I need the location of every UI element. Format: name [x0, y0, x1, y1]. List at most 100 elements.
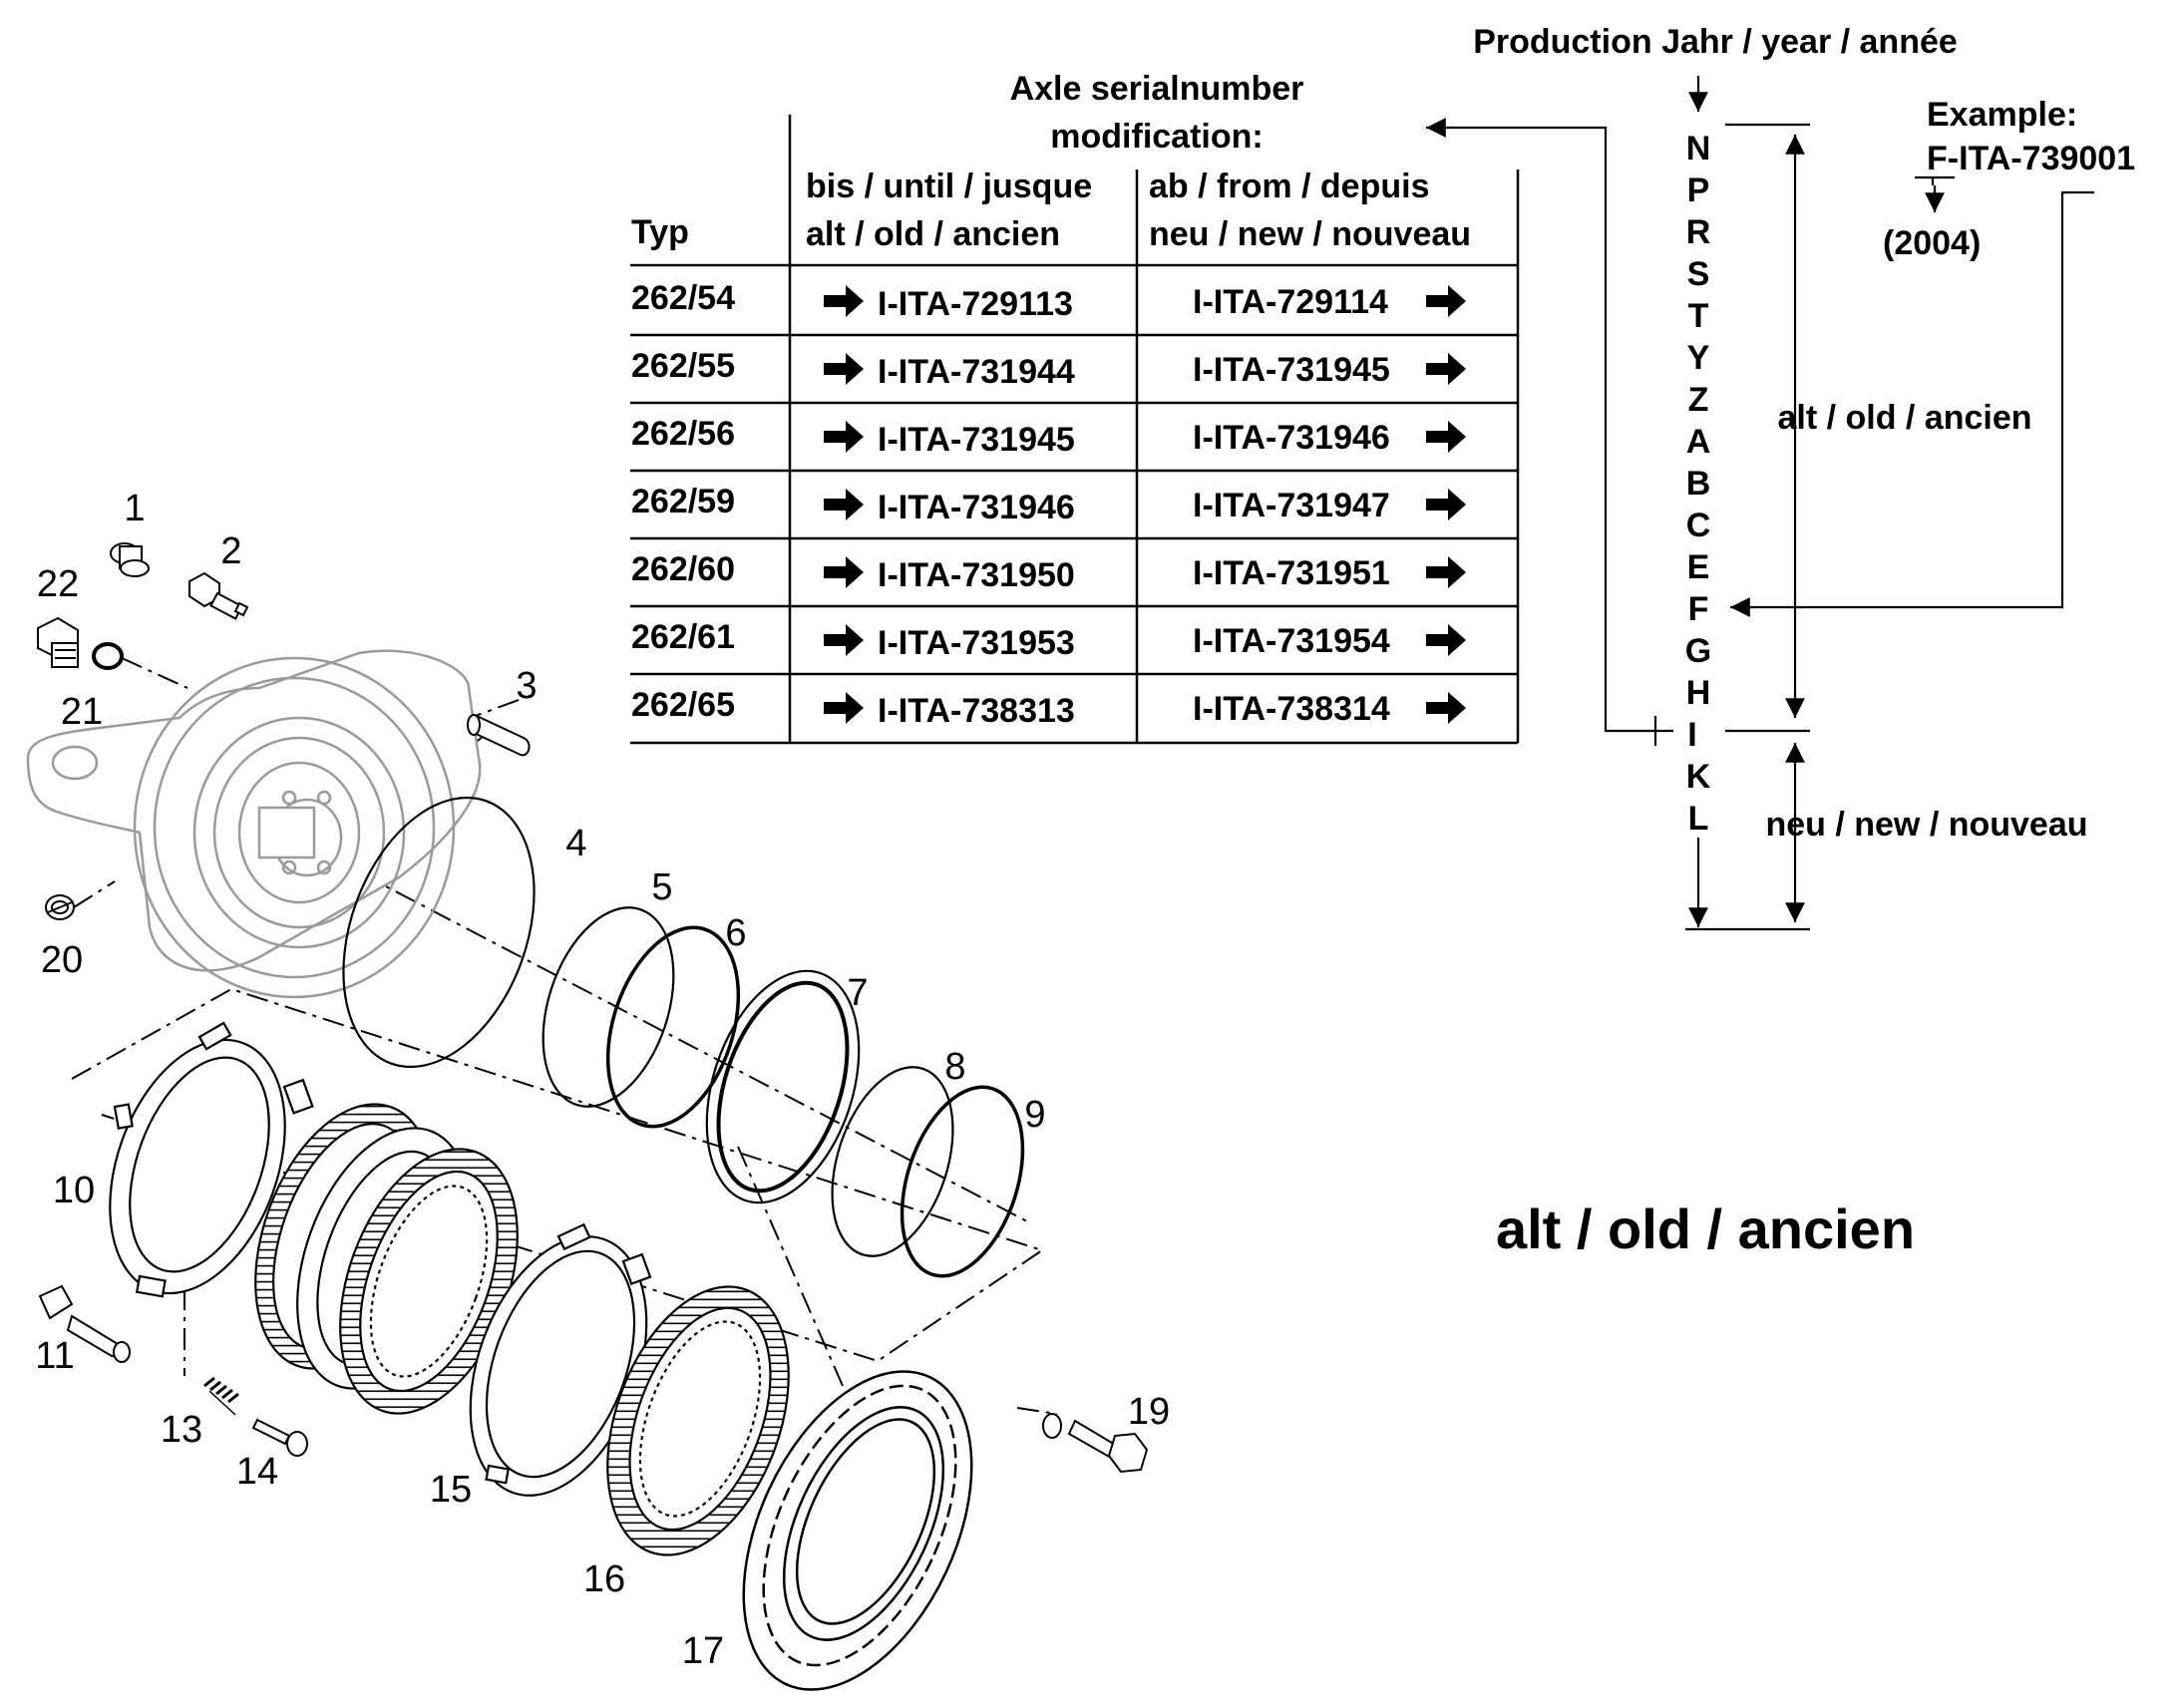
row-until: I-ITA-731953: [878, 624, 1075, 662]
part-label: 3: [516, 665, 537, 707]
example-year: (2004): [1883, 224, 1981, 262]
part-label: 19: [1128, 1391, 1170, 1433]
row-typ: 262/65: [631, 686, 735, 724]
year-letter: F: [1688, 590, 1709, 628]
part-3-pin: [467, 714, 531, 757]
table-row: 262/65 I-ITA-738313 I-ITA-738314: [631, 686, 1466, 730]
part-21-seal-ring: [92, 642, 124, 670]
table-col-until-line1: bis / until / jusque: [806, 168, 1092, 205]
year-letter: A: [1686, 423, 1711, 461]
part-16-friction-disc: [606, 1285, 790, 1556]
year-letter: K: [1686, 758, 1711, 796]
row-from: I-ITA-738314: [1193, 690, 1390, 728]
year-letter: G: [1685, 632, 1711, 670]
part-5-ring: [542, 906, 675, 1108]
part-label: 14: [236, 1451, 278, 1493]
part-4-o-ring: [342, 796, 536, 1069]
row-typ: 262/56: [631, 415, 735, 453]
table-col-from-line1: ab / from / depuis: [1149, 168, 1429, 205]
part-19-bolt: [1042, 1413, 1149, 1474]
example-code: F-ITA-739001: [1927, 140, 2135, 177]
table-row: 262/55 I-ITA-731944 I-ITA-731945: [631, 347, 1466, 391]
serial-table-grid: [630, 115, 1520, 745]
right-arrow-icon: [1426, 421, 1466, 453]
row-typ: 262/55: [631, 347, 735, 385]
part-17-brake-disc: [742, 1370, 973, 1691]
right-arrow-icon: [1426, 285, 1466, 317]
part-label: 16: [583, 1558, 625, 1600]
table-title-line1: Axle serialnumber: [1010, 70, 1304, 108]
year-letter: H: [1686, 674, 1711, 712]
right-arrow-icon: [824, 692, 864, 724]
year-letter: Z: [1688, 381, 1709, 419]
part-label: 2: [220, 530, 241, 572]
table-col-until-line2: alt / old / ancien: [806, 215, 1060, 253]
row-until: I-ITA-729113: [878, 285, 1073, 323]
year-letter-column: N P R S T Y Z A B C E F G H I K L: [1685, 130, 1711, 838]
table-col-typ: Typ: [631, 213, 689, 251]
example-label: Example:: [1927, 96, 2077, 134]
year-letter: R: [1686, 213, 1711, 251]
part-label: 22: [37, 563, 79, 605]
part-label: 20: [41, 939, 83, 981]
part-10-outer-plate: [109, 1021, 314, 1298]
year-range-lines: [1426, 76, 2094, 931]
row-until: I-ITA-731950: [878, 556, 1075, 594]
range-old-label: alt / old / ancien: [1777, 399, 2031, 437]
row-from: I-ITA-729114: [1193, 283, 1388, 321]
part-label: 5: [651, 866, 672, 908]
part-label: 7: [847, 972, 868, 1014]
row-typ: 262/59: [631, 483, 735, 520]
row-from: I-ITA-731951: [1193, 554, 1390, 592]
right-arrow-icon: [824, 421, 864, 453]
part-label: 11: [35, 1335, 74, 1377]
right-arrow-icon: [1426, 624, 1466, 656]
part-label: 9: [1024, 1094, 1045, 1136]
part-8-ring: [831, 1066, 954, 1257]
table-row: 262/60 I-ITA-731950 I-ITA-731951: [631, 550, 1466, 594]
year-letter: E: [1687, 548, 1710, 586]
right-arrow-icon: [824, 353, 864, 385]
part-6-ring: [605, 925, 741, 1129]
right-arrow-icon: [1426, 489, 1466, 520]
row-until: I-ITA-738313: [878, 692, 1075, 730]
part-label: 6: [725, 912, 746, 954]
row-typ: 262/54: [631, 279, 735, 317]
year-letter: B: [1686, 465, 1711, 503]
row-until: I-ITA-731946: [878, 489, 1075, 526]
year-letter: C: [1686, 507, 1711, 544]
year-letter: N: [1686, 130, 1711, 168]
part-label: 15: [430, 1469, 472, 1511]
table-title-line2: modification:: [1050, 118, 1263, 156]
part-label: 13: [161, 1409, 202, 1451]
part-label: 4: [565, 823, 586, 864]
row-from: I-ITA-731946: [1193, 419, 1390, 457]
year-letter: T: [1688, 297, 1709, 335]
row-typ: 262/61: [631, 618, 735, 656]
row-from: I-ITA-731947: [1193, 487, 1390, 524]
right-arrow-icon: [1426, 692, 1466, 724]
right-arrow-icon: [824, 285, 864, 317]
year-letter: I: [1687, 716, 1696, 754]
serial-table-rows: 262/54 I-ITA-729113 I-ITA-729114 262/55 …: [631, 279, 1466, 730]
part-13-spring: [203, 1376, 239, 1416]
table-row: 262/61 I-ITA-731953 I-ITA-731954: [631, 618, 1466, 662]
part-14-bolt: [251, 1418, 308, 1457]
table-row: 262/59 I-ITA-731946 I-ITA-731947: [631, 483, 1466, 526]
year-letter: P: [1687, 171, 1710, 209]
table-row: 262/54 I-ITA-729113 I-ITA-729114: [631, 279, 1466, 323]
part-22-plug: [37, 616, 79, 668]
part-7-piston-ring: [705, 969, 861, 1204]
row-typ: 262/60: [631, 550, 735, 588]
part-9-ring: [900, 1085, 1025, 1278]
range-new-label: neu / new / nouveau: [1765, 806, 2087, 844]
row-from: I-ITA-731945: [1193, 351, 1390, 389]
part-11-clip: [38, 1284, 131, 1363]
right-arrow-icon: [824, 624, 864, 656]
right-arrow-icon: [1426, 556, 1466, 588]
part-label: 1: [124, 488, 145, 529]
year-letter: Y: [1687, 339, 1710, 377]
table-row: 262/56 I-ITA-731945 I-ITA-731946: [631, 415, 1466, 459]
part-label: 21: [61, 691, 103, 733]
